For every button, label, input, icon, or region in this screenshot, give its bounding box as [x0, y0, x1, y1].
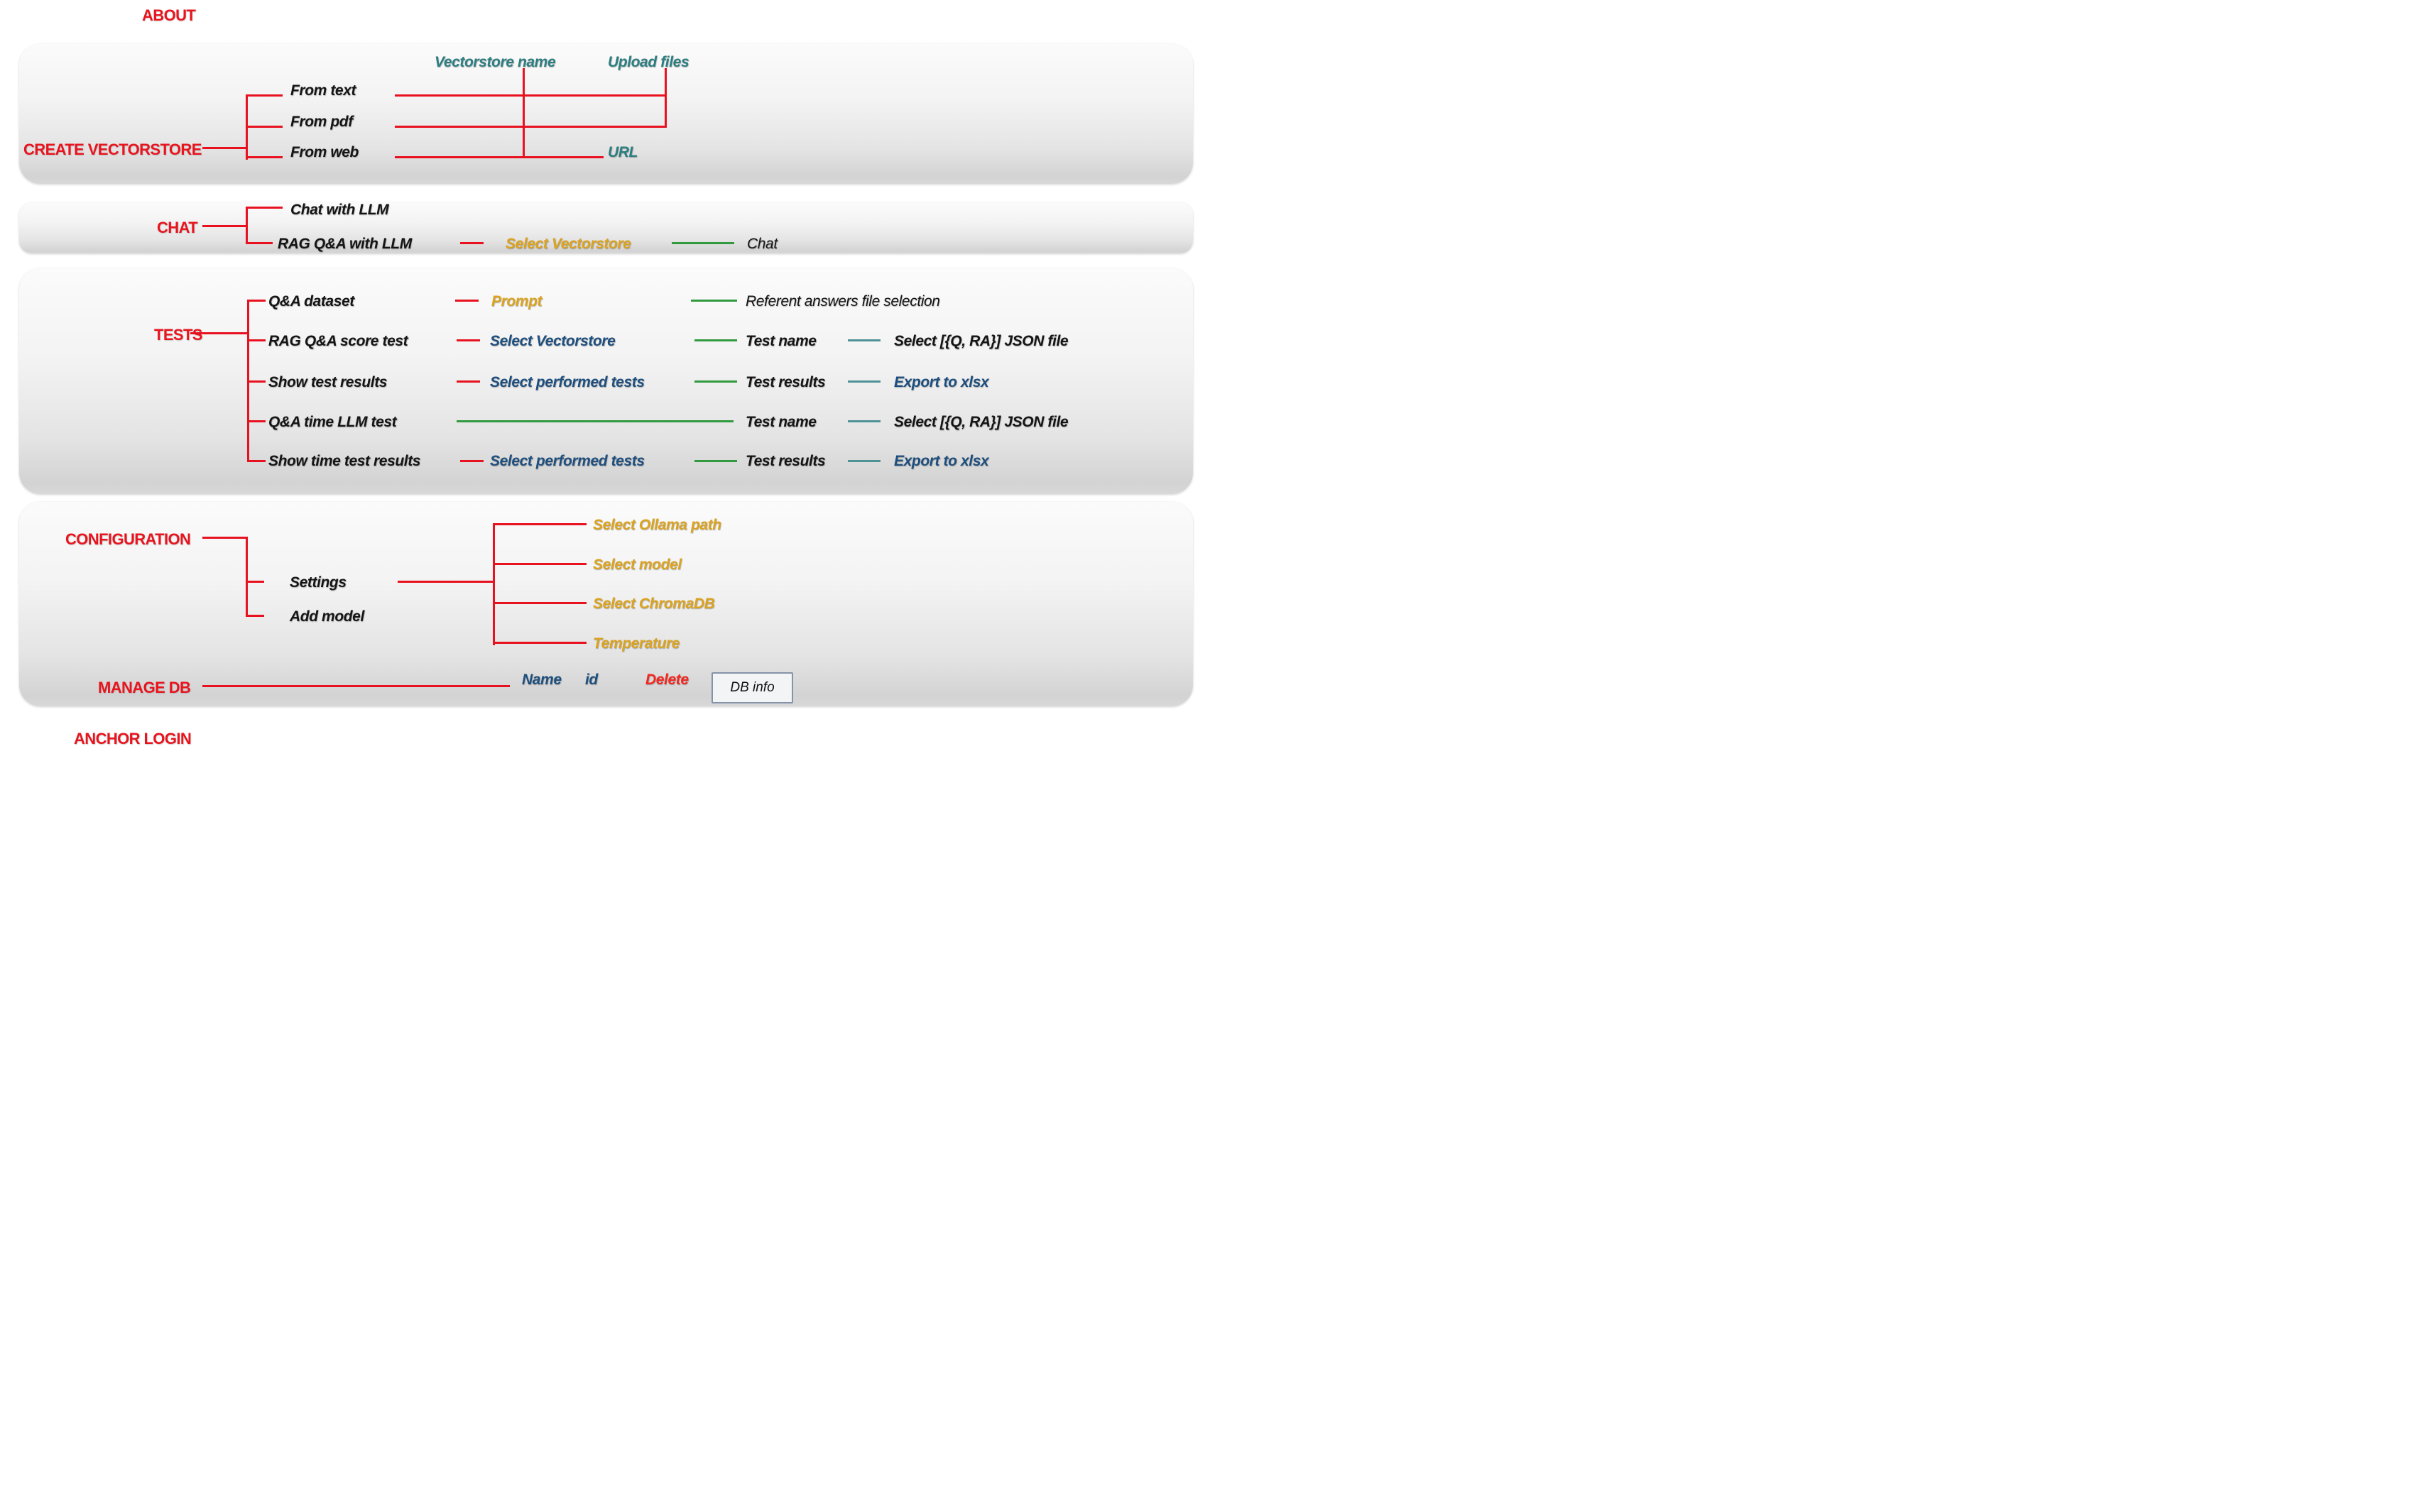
tree-line — [202, 147, 247, 149]
connector-line — [455, 300, 479, 302]
step-select-vectorstore: Select Vectorstore — [506, 236, 631, 252]
tree-line — [398, 581, 495, 583]
configuration-title: CONFIGURATION — [65, 530, 191, 548]
connector-line — [457, 339, 480, 341]
test-row-step4: Select [{Q, RA}] JSON file — [894, 414, 1069, 430]
tree-line — [523, 68, 525, 158]
tree-line — [247, 300, 266, 302]
tree-line — [395, 126, 667, 128]
test-row-label: Q&A dataset — [268, 293, 354, 309]
test-row-step2: Select performed tests — [490, 374, 645, 390]
test-row-step2: Select performed tests — [490, 453, 645, 469]
tree-line — [246, 208, 248, 244]
test-row-step3: Test results — [746, 374, 826, 390]
field-delete: Delete — [645, 672, 689, 688]
tree-line — [493, 523, 495, 645]
column-upload-files: Upload files — [608, 54, 690, 70]
test-row-label: Show test results — [268, 374, 388, 390]
menu-structure-diagram: ABOUT Vectorstore name Upload files CREA… — [0, 0, 1210, 756]
connector-line — [694, 339, 737, 341]
tree-line — [246, 207, 283, 209]
tree-line — [247, 380, 266, 383]
chat-title: CHAT — [157, 219, 198, 236]
tree-line — [665, 68, 667, 128]
option-select-ollama-path: Select Ollama path — [593, 517, 721, 533]
item-rag-qa-with-llm: RAG Q&A with LLM — [278, 236, 412, 252]
tree-line — [247, 460, 266, 462]
connector-line — [691, 300, 737, 302]
connector-line — [457, 420, 734, 422]
connector-line — [672, 242, 734, 244]
item-from-web: From web — [290, 144, 359, 160]
connector-line — [457, 380, 480, 383]
connector-line — [694, 460, 737, 462]
tree-line — [493, 523, 587, 525]
tree-line — [246, 156, 283, 158]
db-info-box: DB info — [712, 672, 793, 703]
option-select-model: Select model — [593, 557, 682, 573]
panel-tests — [19, 268, 1193, 494]
connector-line — [848, 339, 881, 341]
tree-line — [246, 242, 273, 244]
tree-line — [493, 642, 587, 644]
tree-line — [246, 96, 248, 160]
connector-line — [460, 242, 484, 244]
option-select-chromadb: Select ChromaDB — [593, 596, 715, 612]
create-vectorstore-title: CREATE VECTORSTORE — [23, 141, 202, 158]
panel-chat — [19, 202, 1193, 253]
option-temperature: Temperature — [593, 635, 680, 652]
connector-line — [848, 420, 881, 422]
connector-line — [694, 380, 737, 383]
tree-line — [395, 156, 604, 158]
tree-line — [190, 332, 249, 334]
test-row-label: Q&A time LLM test — [268, 414, 397, 430]
column-vectorstore-name: Vectorstore name — [435, 54, 556, 70]
tree-line — [246, 537, 248, 617]
test-row-step2: Select Vectorstore — [490, 333, 616, 349]
test-row-step4: Select [{Q, RA}] JSON file — [894, 333, 1069, 349]
item-add-model: Add model — [290, 608, 364, 625]
item-from-text: From text — [290, 82, 356, 99]
tests-title: TESTS — [154, 326, 203, 344]
field-name: Name — [522, 672, 562, 688]
tree-line — [493, 563, 587, 565]
tree-line — [395, 94, 667, 97]
test-row-label: Show time test results — [268, 453, 421, 469]
item-settings: Settings — [290, 574, 347, 591]
tree-line — [202, 537, 247, 539]
connector-line — [848, 380, 881, 383]
manage-db-title: MANAGE DB — [98, 679, 191, 696]
test-row-step2: Prompt — [491, 293, 543, 309]
test-row-step3: Test results — [746, 453, 826, 469]
test-row-step3: Referent answers file selection — [746, 293, 940, 309]
tree-line — [202, 225, 247, 227]
tree-line — [493, 602, 587, 604]
connector-line — [848, 460, 881, 462]
test-row-step3: Test name — [746, 333, 817, 349]
tree-line — [247, 420, 266, 422]
panel-create-vectorstore — [19, 44, 1193, 184]
tree-line — [202, 685, 510, 687]
tree-line — [246, 581, 264, 583]
test-row-step3: Test name — [746, 414, 817, 430]
tree-line — [246, 94, 283, 97]
test-row-step4: Export to xlsx — [894, 453, 989, 469]
connector-line — [460, 460, 484, 462]
test-row-label: RAG Q&A score test — [268, 333, 408, 349]
tree-line — [246, 126, 283, 128]
step-chat: Chat — [747, 236, 778, 252]
panel-configuration — [19, 502, 1193, 706]
column-url: URL — [608, 144, 638, 160]
item-chat-with-llm: Chat with LLM — [290, 202, 389, 218]
test-row-step4: Export to xlsx — [894, 374, 989, 390]
anchor-login-label: ANCHOR LOGIN — [74, 730, 192, 747]
item-from-pdf: From pdf — [290, 114, 353, 130]
tree-line — [247, 339, 266, 341]
field-id: id — [585, 672, 598, 688]
tree-line — [246, 615, 264, 617]
about-label: ABOUT — [142, 6, 196, 24]
